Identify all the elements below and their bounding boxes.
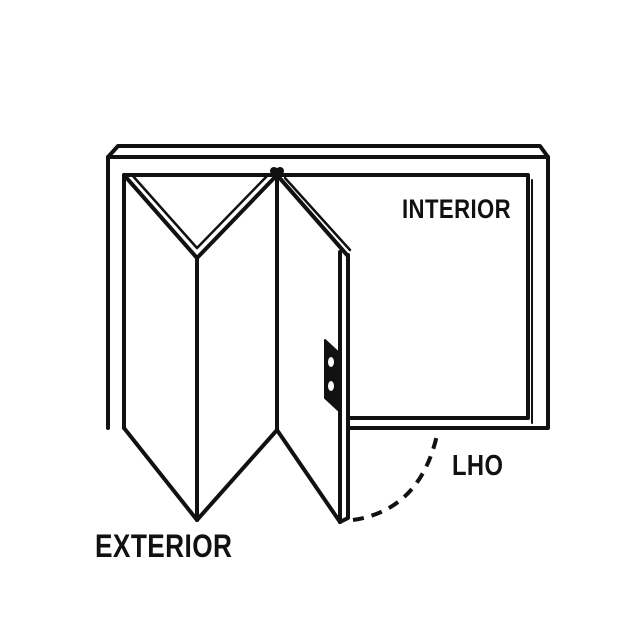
folding-panels	[122, 173, 352, 524]
interior-label: INTERIOR	[402, 194, 512, 224]
lho-label: LHO	[452, 450, 504, 482]
door-frame	[106, 144, 550, 430]
swing-arc	[352, 434, 439, 522]
hinge-icon	[270, 167, 284, 175]
door-handle-icon	[324, 339, 339, 411]
exterior-label: EXTERIOR	[95, 528, 233, 564]
